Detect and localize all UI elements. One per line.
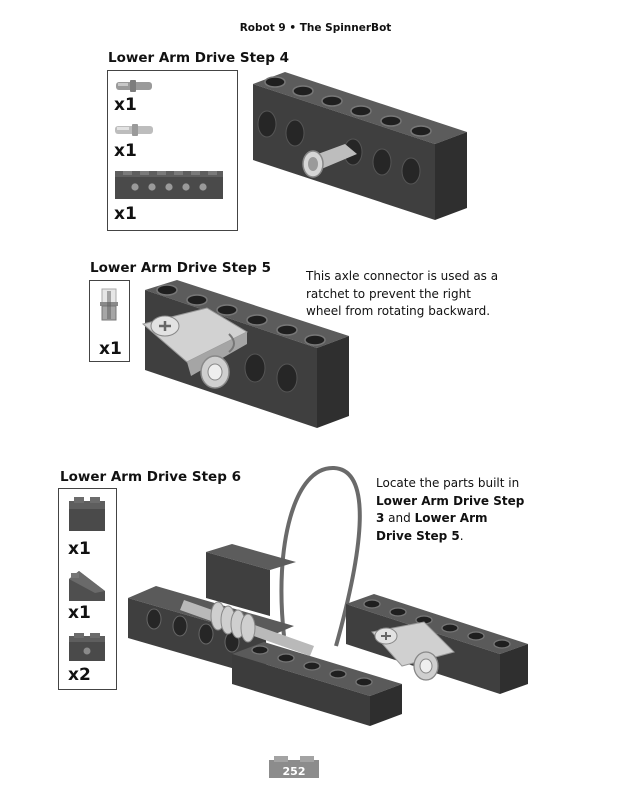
- step4-title: Lower Arm Drive Step 4: [108, 50, 289, 66]
- running-header: Robot 9 • The SpinnerBot: [239, 22, 392, 34]
- step4-part1-qty: x1: [114, 95, 137, 115]
- page-number: 252: [282, 765, 306, 778]
- step5-note: This axle connector is used as a ratchet…: [306, 269, 499, 318]
- step6-part1-qty: x1: [68, 539, 91, 559]
- step6-note-suffix: .: [459, 528, 464, 543]
- short-pin-icon: [116, 80, 152, 92]
- step6-parts-box: x1 x1 x2: [58, 488, 117, 690]
- plate-1x2-icon: [69, 633, 105, 661]
- step6-note-ref-step5: Lower Arm Drive Step 5: [376, 511, 488, 543]
- step6-note: Locate the parts built in Lower Arm Driv…: [376, 475, 526, 545]
- axle-connector-icon: [100, 288, 118, 321]
- step6-part3-qty: x2: [68, 665, 91, 685]
- step6-title: Lower Arm Drive Step 6: [60, 469, 241, 485]
- step4-model-illustration: [253, 72, 467, 220]
- step5-model-illustration: [141, 280, 349, 428]
- step6-part2-qty: x1: [68, 603, 91, 623]
- step6-note-mid: and: [384, 511, 415, 525]
- page-number-tab: [269, 756, 319, 778]
- technic-beam-1x6-icon: [115, 171, 223, 199]
- step6-note-ref-step3: Lower Arm Drive Step 3: [376, 493, 525, 526]
- step4-part3-qty: x1: [114, 204, 137, 224]
- step4-parts-box: x1 x1 x1: [107, 70, 238, 231]
- step4-part2-qty: x1: [114, 141, 137, 161]
- step6-note-prefix: Locate the parts built in: [376, 476, 520, 490]
- step5-part1-qty: x1: [99, 339, 122, 359]
- step6-model-illustration: [128, 465, 528, 726]
- step5-parts-box: x1: [89, 280, 130, 362]
- brick-2x2-icon: [69, 497, 105, 531]
- long-pin-icon: [115, 124, 153, 136]
- slope-brick-icon: [69, 571, 105, 601]
- step5-title: Lower Arm Drive Step 5: [90, 260, 271, 276]
